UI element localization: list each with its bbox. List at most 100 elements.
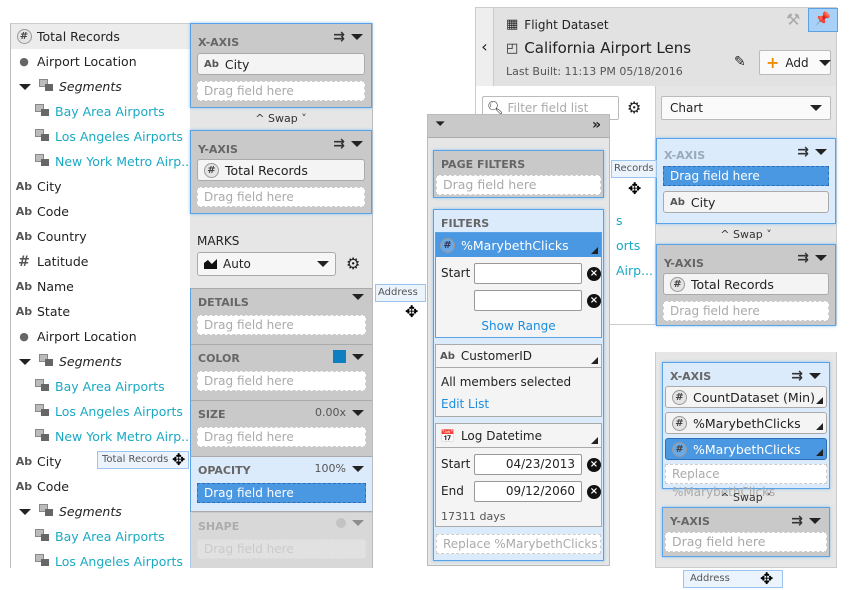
swap-button[interactable]: ^ Swap ˅	[255, 112, 307, 125]
marybeth-filter-header[interactable]: #%MarybethClicks	[436, 233, 601, 257]
field-label: Latitude	[37, 254, 89, 269]
logdatetime-filter-header[interactable]: 📅Log Datetime	[436, 424, 601, 448]
chevron-down-icon[interactable]	[809, 518, 821, 524]
x-axis-drop-zone[interactable]: Drag field here	[663, 166, 829, 186]
field-list-item[interactable]: Los Angeles Airports	[11, 124, 183, 149]
field-list-item[interactable]: #Total Records	[11, 24, 190, 49]
y-axis-field-pill[interactable]: #Total Records	[197, 159, 365, 181]
expand-caret-icon[interactable]	[19, 358, 31, 365]
replace-drop-zone[interactable]: Replace %MarybethClicks	[436, 534, 601, 554]
field-list-item[interactable]: Bay Area Airports	[11, 524, 165, 549]
axis-options[interactable]: ⇉	[333, 29, 363, 45]
y-axis-drop-zone[interactable]: Drag field here	[665, 532, 827, 552]
corner-menu-icon[interactable]	[816, 423, 823, 430]
y-axis-field-pill[interactable]: #Total Records	[663, 273, 829, 295]
field-list-item[interactable]: Segments	[11, 349, 122, 374]
page-filters-drop-zone[interactable]: Drag field here	[436, 175, 601, 195]
swap-button[interactable]: ^ Swap ˅	[720, 228, 772, 241]
corner-menu-icon[interactable]	[591, 437, 598, 444]
swap-direction-icon[interactable]: ⇉	[791, 368, 803, 384]
corner-menu-icon[interactable]	[816, 397, 823, 404]
replace-drop-zone[interactable]: Replace %MarybethClicks	[665, 464, 827, 499]
chevron-down-icon[interactable]	[352, 409, 364, 416]
color-drop-zone[interactable]: Drag field here	[197, 371, 366, 391]
edit-pencil-icon[interactable]: ✎	[734, 54, 746, 70]
swap-direction-icon[interactable]: ⇉	[791, 513, 803, 529]
list-item[interactable]: orts	[616, 238, 641, 253]
clear-icon[interactable]: ×	[587, 458, 601, 472]
swap-direction-icon[interactable]: ⇉	[333, 136, 345, 152]
expand-caret-icon[interactable]	[19, 83, 31, 90]
corner-menu-icon[interactable]	[816, 449, 823, 456]
tools-icon[interactable]: ⚒	[786, 10, 801, 29]
opacity-drop-zone[interactable]: Drag field here	[197, 483, 366, 503]
chevron-down-icon[interactable]	[815, 149, 827, 155]
end-date-input[interactable]: 09/12/2060	[474, 481, 582, 502]
show-range-link[interactable]: Show Range	[481, 319, 556, 333]
field-list-item[interactable]: Segments	[11, 499, 122, 524]
x-axis-field-pill[interactable]: #CountDataset (Min)	[665, 386, 827, 408]
expand-caret-icon[interactable]	[19, 508, 31, 515]
pin-button[interactable]: 📌	[808, 8, 838, 32]
field-list-item[interactable]: #Latitude	[11, 249, 88, 274]
marks-select[interactable]: Auto	[197, 252, 336, 276]
back-button[interactable]: ‹	[476, 8, 494, 86]
chevron-down-icon[interactable]	[351, 34, 363, 40]
chevron-down-icon[interactable]	[351, 141, 363, 147]
field-list-item[interactable]: Los Angeles Airports	[11, 549, 183, 574]
chart-type-select[interactable]: Chart	[661, 96, 831, 120]
end-input[interactable]	[474, 290, 582, 311]
start-date-input[interactable]: 04/23/2013	[474, 454, 582, 475]
chevron-down-icon[interactable]	[352, 294, 364, 300]
field-list-item[interactable]: Los Angeles Airports	[11, 399, 183, 424]
swap-direction-icon[interactable]: ⇉	[333, 29, 345, 45]
chevron-down-icon[interactable]	[352, 465, 364, 472]
field-list-item[interactable]: Bay Area Airports	[11, 374, 165, 399]
list-item[interactable]: Airp...	[616, 263, 654, 278]
y-axis-drop-zone[interactable]: Drag field here	[663, 301, 829, 321]
swap-button[interactable]: ^ Swap ˅	[720, 491, 772, 504]
y-axis-drop-zone[interactable]: Drag field here	[197, 187, 365, 207]
axis-options[interactable]: ⇉	[333, 136, 363, 152]
gear-icon[interactable]: ⚙	[346, 254, 361, 273]
color-swatch[interactable]	[333, 350, 346, 363]
collapse-panel-icon[interactable]: »	[591, 117, 601, 133]
details-drop-zone[interactable]: Drag field here	[197, 315, 366, 335]
x-axis-field-pill-selected[interactable]: #%MarybethClicks	[665, 438, 827, 460]
size-drop-zone[interactable]: Drag field here	[197, 427, 366, 447]
opacity-title: OPACITY	[198, 464, 251, 477]
clear-icon[interactable]: ×	[587, 267, 601, 281]
start-input[interactable]	[474, 263, 582, 284]
chevron-down-icon[interactable]	[809, 373, 821, 379]
list-item[interactable]: s	[616, 213, 623, 228]
field-list-item[interactable]: New York Metro Airp...	[11, 424, 193, 449]
field-list-item[interactable]: ●Airport Location	[11, 49, 136, 74]
gear-icon[interactable]: ⚙	[627, 98, 642, 117]
chevron-down-icon[interactable]	[815, 255, 827, 261]
swap-direction-icon[interactable]: ⇉	[797, 144, 809, 160]
field-list-item[interactable]: Bay Area Airports	[11, 99, 165, 124]
corner-menu-icon[interactable]	[591, 357, 598, 364]
add-button[interactable]: +Add	[759, 50, 831, 75]
corner-menu-icon[interactable]	[591, 247, 598, 254]
field-list-item[interactable]: ●Airport Location	[11, 324, 136, 349]
edit-list-link[interactable]: Edit List	[441, 397, 490, 411]
x-axis-drop-zone[interactable]: Drag field here	[197, 81, 365, 101]
swap-direction-icon[interactable]: ⇉	[797, 250, 809, 266]
x-axis-field-pill[interactable]: #%MarybethClicks	[665, 412, 827, 434]
clear-icon[interactable]: ×	[587, 485, 601, 499]
field-list-item[interactable]: Segments	[11, 74, 122, 99]
chevron-down-icon[interactable]	[352, 353, 364, 360]
clear-icon[interactable]: ×	[587, 294, 601, 308]
field-list-item[interactable]: New York Metro Airp...	[11, 149, 193, 174]
